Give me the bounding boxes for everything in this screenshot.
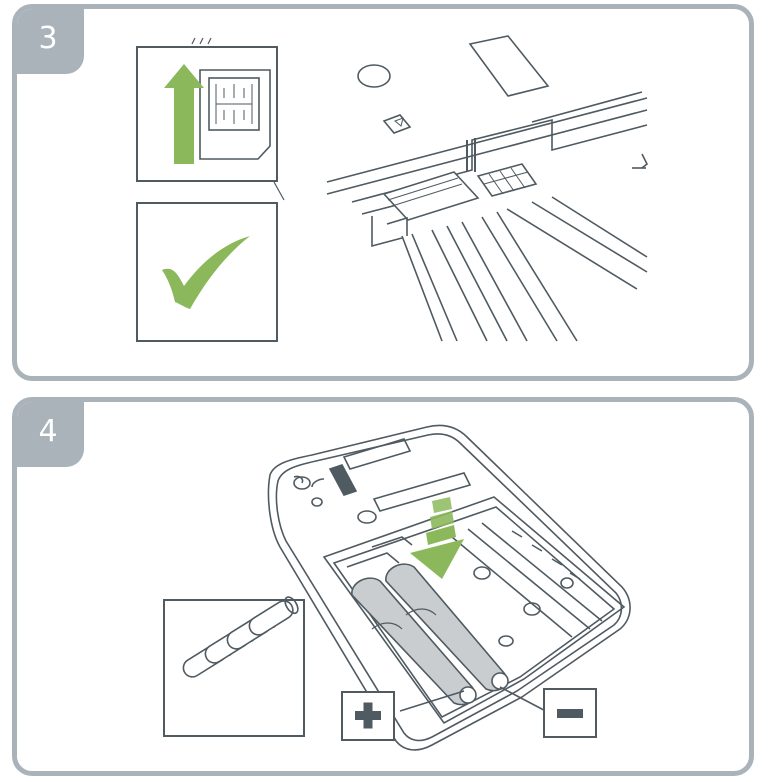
step-4-panel: 4 [12, 397, 754, 776]
plus-sign-icon [355, 702, 381, 729]
device-body [267, 424, 631, 751]
sim-slot-drawing [326, 35, 649, 342]
battery-icon [182, 596, 299, 678]
insert-arrow-icon [410, 497, 464, 579]
step-4-badge: 4 [17, 402, 84, 467]
plus-callout-line [399, 690, 465, 712]
batteries-box [163, 599, 305, 737]
insert-arrow-icon [164, 64, 204, 164]
step-3-badge: 3 [17, 9, 84, 74]
step-3-illustration [136, 35, 649, 342]
sim-card-icon [199, 69, 271, 160]
sim-orientation-box [136, 37, 285, 201]
check-box [136, 202, 278, 342]
step-3-panel: 3 [12, 4, 754, 381]
minus-sign-icon [557, 709, 583, 718]
installed-batteries [351, 563, 509, 706]
step-4-illustration [163, 424, 631, 751]
checkmark-icon [162, 236, 250, 309]
